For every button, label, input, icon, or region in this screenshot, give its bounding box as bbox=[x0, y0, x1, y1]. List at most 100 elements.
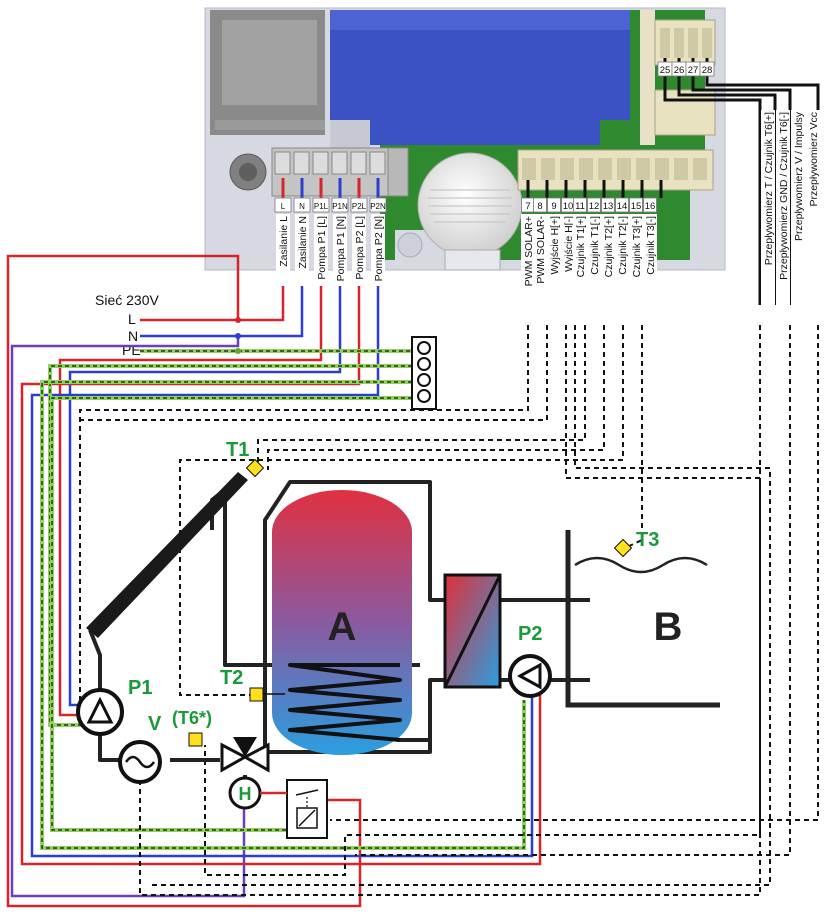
mains-N-label: N bbox=[128, 328, 138, 344]
power-terminal-code-text: P1L bbox=[314, 202, 329, 211]
signal-terminal-bg bbox=[533, 214, 547, 312]
power-terminal-bg bbox=[371, 214, 385, 286]
signal-terminal-number-text: 8 bbox=[537, 201, 542, 212]
P1-label: P1 bbox=[128, 677, 152, 699]
flow-terminal-bg bbox=[806, 110, 820, 305]
sensor-T3: T3 bbox=[613, 529, 659, 558]
V-label: V bbox=[148, 713, 162, 735]
power-terminal-bg bbox=[295, 214, 309, 286]
signal-terminal-bg bbox=[643, 214, 657, 312]
power-terminal-code-box bbox=[369, 197, 387, 213]
rotary-knob bbox=[417, 152, 523, 258]
power-terminal-bg bbox=[314, 214, 328, 286]
signal-terminal-bg bbox=[601, 214, 615, 312]
power-terminal-label: Zasilanie N bbox=[297, 216, 309, 269]
T2-label: T2 bbox=[220, 667, 243, 689]
power-terminal-code-box bbox=[293, 197, 311, 213]
flow-terminal-bg bbox=[776, 110, 790, 305]
signal-terminal-number-box bbox=[601, 197, 615, 213]
signal-terminal-bg bbox=[521, 214, 535, 312]
heat-exchanger bbox=[443, 573, 502, 689]
signal-terminal-number-box bbox=[643, 197, 657, 213]
signal-terminal-label: Czujnik T1[+] bbox=[575, 216, 587, 277]
sensor-T1: T1 bbox=[226, 439, 265, 478]
solar-collector bbox=[86, 472, 248, 638]
signal-terminal-number-text: 16 bbox=[645, 201, 656, 212]
flow-terminal-number-text: 27 bbox=[688, 65, 699, 76]
signal-terminal-number-box bbox=[533, 197, 547, 213]
power-terminal-code-box bbox=[274, 197, 292, 213]
signal-terminal-number-text: 13 bbox=[603, 201, 614, 212]
signal-terminal-number-text: 15 bbox=[631, 201, 642, 212]
signal-terminal-number-text: 11 bbox=[575, 201, 585, 212]
pool-B: B bbox=[565, 530, 720, 708]
actuator-H: H bbox=[228, 776, 262, 810]
P2-label: P2 bbox=[518, 623, 542, 645]
signal-terminal-number-box bbox=[573, 197, 587, 213]
flow-terminal-label: Przepływomierz GND / Czujnik T6[-] bbox=[778, 112, 790, 280]
pe-terminal-block bbox=[411, 336, 437, 410]
sensor-T2: T2 bbox=[220, 667, 285, 702]
flow-terminal-label: Przepływomierz T / Czujnik T6[+] bbox=[763, 112, 775, 265]
signal-terminal-bg bbox=[573, 214, 587, 312]
wire-N bbox=[140, 286, 304, 338]
signal-terminal-number-box bbox=[615, 197, 629, 213]
signal-terminal-bg bbox=[547, 214, 561, 312]
pump-P2: P2 bbox=[508, 623, 552, 698]
power-terminal-label: Pompa P2 [N] bbox=[373, 216, 385, 281]
signal-terminal-label: Czujnik T3[+] bbox=[631, 216, 643, 277]
mains-L-label: L bbox=[128, 311, 136, 327]
heat-coil bbox=[288, 663, 402, 742]
wire-L bbox=[140, 286, 285, 322]
lcd-display bbox=[330, 10, 630, 145]
T6-label: (T6*) bbox=[172, 708, 212, 728]
power-terminal-code-text: L bbox=[281, 202, 286, 211]
power-terminal-code-box bbox=[312, 197, 330, 213]
signal-terminal-label: Wyjście H[+] bbox=[549, 216, 561, 275]
signal-terminal-number-box bbox=[587, 197, 601, 213]
controller-housing bbox=[204, 7, 726, 271]
tank-A-label: A bbox=[328, 605, 357, 649]
power-terminal-label: Pompa P2 [L] bbox=[354, 216, 366, 280]
T1-label: T1 bbox=[226, 439, 249, 461]
three-way-valve bbox=[220, 737, 270, 773]
flow-terminal-number-text: 26 bbox=[674, 65, 685, 76]
signal-terminal-label: PWM SOLAR+ bbox=[523, 216, 535, 286]
signal-terminal-number-box bbox=[547, 197, 561, 213]
power-terminal-bg bbox=[276, 214, 290, 286]
mains-title: Sieć 230V bbox=[95, 292, 159, 308]
flow-terminal-number-text: 28 bbox=[702, 65, 713, 76]
signal-terminal-number-text: 10 bbox=[563, 201, 574, 212]
signal-terminal-label: PWM SOLAR- bbox=[535, 215, 547, 283]
signal-terminal-number-text: 7 bbox=[525, 201, 530, 212]
pump-P1: P1 bbox=[76, 677, 152, 736]
power-terminal-code-box bbox=[331, 197, 349, 213]
signal-terminal-label: Czujnik T1[-] bbox=[589, 216, 601, 275]
flow-terminal-bg bbox=[761, 110, 775, 305]
sensor-T6: (T6*) bbox=[172, 708, 212, 747]
signal-terminal-number-box bbox=[629, 197, 643, 213]
flow-terminal-bg bbox=[791, 110, 805, 305]
flow-terminal-label: Przepływomierz V / Impulsy bbox=[793, 111, 805, 241]
power-terminal-code-text: P2N bbox=[370, 202, 386, 211]
signal-terminal-bg bbox=[561, 214, 575, 312]
power-terminal-label: Pompa P1 [N] bbox=[335, 216, 347, 281]
T3-label: T3 bbox=[636, 529, 659, 551]
power-terminal-code-box bbox=[350, 197, 368, 213]
H-label: H bbox=[239, 784, 252, 804]
flow-meter-V: V bbox=[118, 713, 162, 784]
signal-terminal-label: Wyjście H[-] bbox=[563, 216, 575, 272]
signal-terminal-number-text: 12 bbox=[589, 201, 600, 212]
signal-terminal-number-text: 9 bbox=[551, 201, 556, 212]
mains-supply: Sieć 230V L N PE bbox=[95, 292, 159, 358]
signal-terminal-label: Czujnik T2[-] bbox=[617, 216, 629, 275]
signal-terminal-bg bbox=[629, 214, 643, 312]
pool-B-label: B bbox=[654, 605, 683, 649]
power-terminal-code-text: P1N bbox=[332, 202, 348, 211]
relay bbox=[286, 779, 328, 839]
signal-terminal-label: Czujnik T3[-] bbox=[645, 216, 657, 275]
signal-terminal-number-text: 14 bbox=[617, 201, 628, 212]
power-terminal-code-text: P2L bbox=[352, 202, 367, 211]
